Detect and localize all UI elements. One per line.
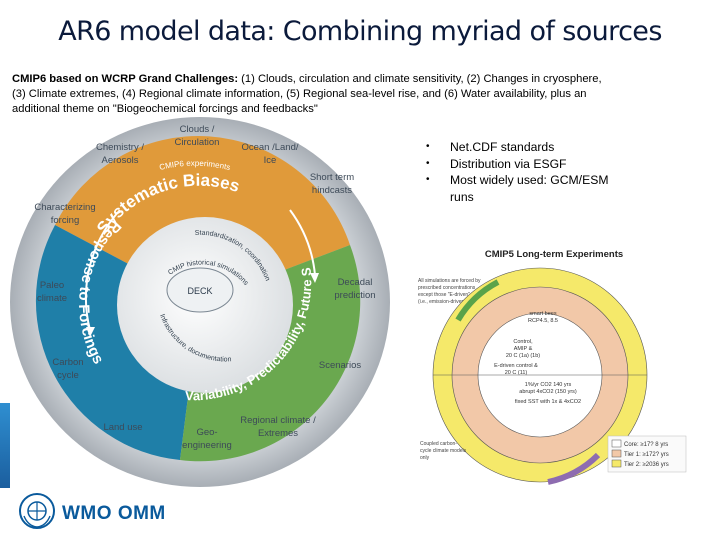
label-chemistry: Chemistry /Aerosols <box>96 142 144 166</box>
wmo-logo-icon <box>19 493 55 529</box>
deck-ellipse <box>166 267 234 313</box>
legend-tier2: Tier 2: ≥2036 yrs <box>624 462 669 468</box>
cmip5-control: Control,AMIP &20 C (1a) (1b) <box>506 339 540 359</box>
bullet-item: Most widely used: GCM/ESM runs <box>420 172 610 205</box>
legend-tier1-swatch <box>611 449 622 458</box>
left-accent-strip <box>0 403 10 488</box>
label-geo: Geo-engineering <box>182 427 232 451</box>
cmip5-title: CMIP5 Long-term Experiments <box>485 249 623 260</box>
label-clouds: Clouds /Circulation <box>175 124 220 148</box>
cmip5-accent <box>547 452 601 485</box>
intro-paragraph: CMIP6 based on WCRP Grand Challenges: (1… <box>12 72 612 117</box>
slide-title: AR6 model data: Combining myriad of sour… <box>58 16 662 47</box>
deck-label: DECK <box>187 286 212 296</box>
cmip5-edriven: E-driven control &20 C (11) <box>494 363 538 376</box>
cmip5-accent <box>455 279 500 322</box>
label-scenarios: Scenarios <box>319 360 361 371</box>
label-land-use: Land use <box>103 422 142 433</box>
left-arrow <box>85 209 121 331</box>
bullet-item: Net.CDF standards <box>420 139 610 156</box>
wmo-logo-text: WMO OMM <box>62 503 166 524</box>
cmip6-diagram: DECK CMIP6 experiments Systematic Biases… <box>10 115 390 487</box>
right-arrow <box>289 209 316 276</box>
label-ocean: Ocean /Land/Ice <box>241 142 298 166</box>
legend-tier1: Tier 1: ≥172? yrs <box>624 452 669 458</box>
bullet-item: Distribution via ESGF <box>420 156 610 173</box>
experiments-label: CMIP6 experiments <box>158 159 231 172</box>
legend-core: Core: ≥17? 8 yrs <box>624 442 668 448</box>
intro-text: (1) Clouds, circulation and climate sens… <box>12 73 602 115</box>
cmip5-diagram: CMIP5 Long-term Experiments All simulati… <box>398 240 690 495</box>
bullet-list: Net.CDF standards Distribution via ESGF … <box>420 139 610 205</box>
legend-tier2-swatch <box>611 459 622 468</box>
legend-core-swatch <box>611 439 622 448</box>
intro-bold: CMIP6 based on WCRP Grand Challenges: <box>12 73 239 85</box>
right-arrowhead-icon <box>310 273 319 283</box>
left-arrowhead-icon <box>86 327 95 337</box>
label-regional: Regional climate /Extremes <box>240 415 316 439</box>
